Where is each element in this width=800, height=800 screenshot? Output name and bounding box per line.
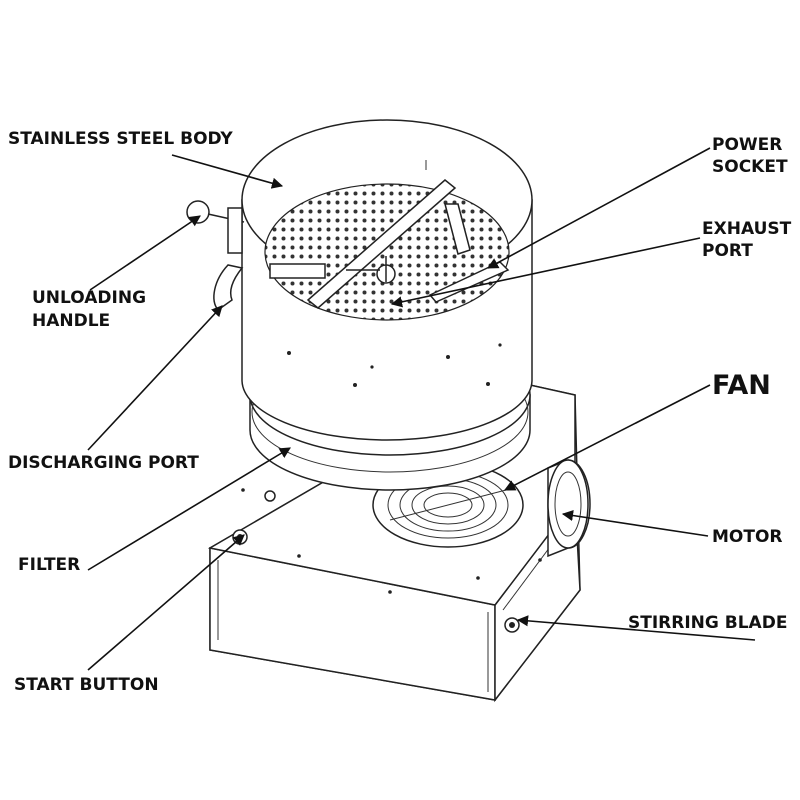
- leader-stainless-steel-body: [171, 154, 284, 189]
- labels: STAINLESS STEEL BODY POWER SOCKET EXHAUS…: [8, 129, 792, 695]
- label-unloading-handle-line2: HANDLE: [32, 311, 110, 331]
- label-exhaust-port-line1: EXHAUST: [702, 219, 792, 239]
- label-discharging-port: DISCHARGING PORT: [8, 453, 199, 473]
- leader-filter: [87, 447, 291, 571]
- drum-body: [241, 119, 533, 441]
- label-stirring-blade: STIRRING BLADE: [628, 613, 787, 633]
- label-fan: FAN: [712, 370, 771, 401]
- discharging-port-shape: [213, 264, 244, 312]
- leader-fan: [504, 384, 711, 491]
- label-unloading-handle-line1: UNLOADING: [32, 288, 146, 308]
- leader-exhaust-port: [390, 237, 701, 308]
- unloading-handle-shape: [186, 200, 245, 312]
- label-exhaust-port-line2: PORT: [702, 241, 753, 261]
- label-start-button: START BUTTON: [14, 675, 159, 695]
- motor-shape: [547, 459, 591, 558]
- label-motor: MOTOR: [712, 527, 783, 547]
- leader-discharging-port: [87, 305, 223, 451]
- leader-unloading-handle: [89, 215, 201, 291]
- machine-illustration: [186, 119, 591, 703]
- leader-stirring-blade: [516, 615, 756, 641]
- label-power-socket-line1: POWER: [712, 135, 782, 155]
- leader-motor: [561, 509, 709, 537]
- label-stainless-steel-body: STAINLESS STEEL BODY: [8, 129, 233, 149]
- label-power-socket-line2: SOCKET: [712, 157, 788, 177]
- leader-start-button: [87, 534, 245, 671]
- leader-power-socket: [487, 147, 711, 269]
- leader-lines: [87, 147, 756, 671]
- drum-perforated-floor: [264, 183, 510, 321]
- label-filter: FILTER: [18, 555, 80, 575]
